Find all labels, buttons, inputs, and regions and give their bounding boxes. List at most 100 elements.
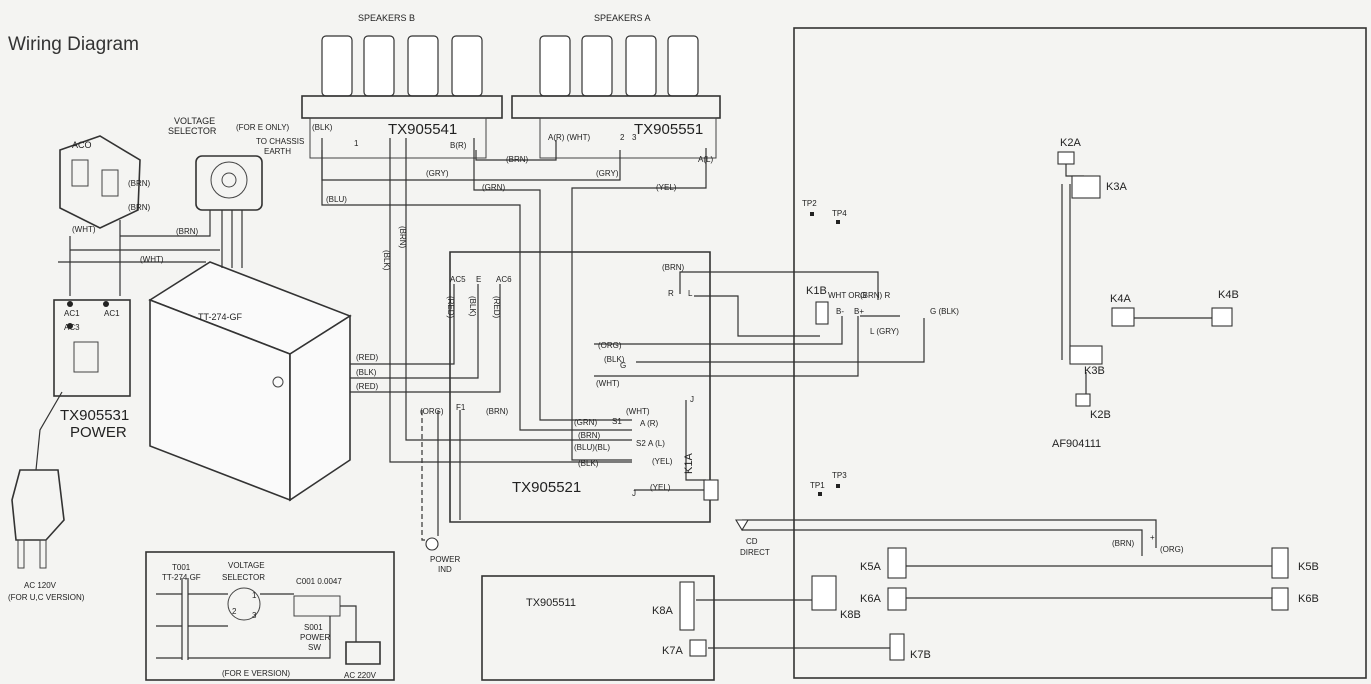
speaker-b-base	[301, 95, 503, 119]
inset-pin-3: 3	[252, 611, 257, 620]
wire-cd-direct-2	[742, 529, 1143, 556]
speaker-a-knob-3	[625, 35, 657, 97]
terminal-r: R	[668, 289, 674, 298]
wire-k1b-r	[679, 271, 879, 300]
ac-plug-120v	[11, 391, 65, 569]
wire-red-1	[350, 284, 455, 365]
fore-blk-label: (BLK)	[312, 123, 333, 132]
wire-label-gry-2: (GRY)	[596, 169, 619, 178]
tp1-label: TP1	[810, 481, 825, 490]
power-transformer	[148, 261, 352, 502]
terminal-brn-r: (BRN) R	[860, 291, 890, 300]
terminal-a-r: A (R)	[640, 419, 659, 428]
wire-label-blk-v: (BLK)	[382, 250, 391, 271]
transformer-side	[289, 314, 351, 502]
af-board	[793, 27, 1367, 679]
k3a-connector	[1071, 175, 1101, 199]
terminal-e: E	[476, 275, 481, 284]
k4a-connector	[1111, 307, 1135, 327]
k1b-label: K1B	[806, 285, 827, 297]
inset-pin-1: 1	[252, 591, 257, 600]
inset-s001-2: POWER	[300, 633, 330, 642]
wire-label-brn-v: (BRN)	[398, 226, 407, 249]
ac-outlet-slot-1	[71, 159, 89, 187]
wire-label-brn-s: (BRN)	[578, 431, 601, 440]
voltage-selector-dial	[210, 161, 248, 199]
wire-label-brn-ind: (BRN)	[486, 407, 509, 416]
tp2-dot	[810, 212, 814, 216]
k5b-connector	[1271, 547, 1289, 579]
page-title: Wiring Diagram	[8, 34, 139, 55]
terminal-bminus: B-	[836, 307, 844, 316]
k7a-connector	[689, 639, 707, 657]
wire-org	[594, 316, 843, 345]
tx905521-label: TX905521	[512, 479, 581, 496]
wire-brn-aco-selector	[120, 210, 211, 237]
tx905511-label: TX905511	[526, 597, 576, 609]
inset-t001-1: T001	[172, 563, 191, 572]
speaker-b-knob-3	[407, 35, 439, 97]
wire-blk-speaker	[389, 138, 632, 463]
wire-label-red-2: (RED)	[356, 382, 379, 391]
inset-wire-bot	[156, 616, 331, 659]
wire-label-blu: (BLU)	[326, 195, 347, 204]
k3b-label: K3B	[1084, 365, 1105, 377]
plug-label-1: AC 120V	[24, 581, 57, 590]
af-board-outline	[793, 27, 1367, 679]
wire-label-org-cd: (ORG)	[1160, 545, 1184, 554]
k3a-label: K3A	[1106, 181, 1127, 193]
terminal-l-gry: L (GRY)	[870, 327, 899, 336]
control-board-outline	[481, 575, 715, 681]
terminal-ac5: AC5	[450, 275, 466, 284]
terminal-s2: S2	[636, 439, 646, 448]
wire-label-yel-top: (YEL)	[656, 183, 677, 192]
voltage-selector	[195, 155, 263, 211]
wire-blk-1	[350, 284, 479, 379]
wire-label-brn-main: (BRN)	[662, 263, 685, 272]
plug-label-2: (FOR U,C VERSION)	[8, 593, 85, 602]
k5a-label: K5A	[860, 561, 881, 573]
speakers-a-label: SPEAKERS A	[594, 13, 651, 23]
tp3-label: TP3	[832, 471, 847, 480]
wire-label-blk-v1: (BLK)	[468, 296, 477, 317]
plug-prong-1	[17, 539, 25, 569]
k2b-connector	[1075, 393, 1091, 407]
labels: SPEAKERS B SPEAKERS A TX905541 TX905551 …	[8, 13, 1319, 680]
ac-outlet-slot-2	[101, 169, 119, 197]
speaker-b-knob-2	[363, 35, 395, 97]
wire-label-wht-aco: (WHT)	[72, 225, 96, 234]
inset-e-version	[145, 551, 395, 681]
inset-plug	[345, 641, 381, 665]
wire-label-brn-aco-2: (BRN)	[128, 203, 151, 212]
terminal-whtorg: WHT ORG	[828, 291, 867, 300]
voltage-selector-body	[195, 155, 263, 211]
k8a-label: K8A	[652, 605, 673, 617]
speaker-a-knob-1	[539, 35, 571, 97]
cd-direct-label-2: DIRECT	[740, 548, 770, 557]
terminal-s1: S1	[612, 417, 622, 426]
speaker-b-knob-4	[451, 35, 483, 97]
wire-brn-speaker	[475, 140, 557, 161]
power-ind-lamp	[425, 537, 439, 551]
main-board-outline	[449, 251, 711, 523]
terminal-a-l-small: A(L)	[698, 155, 713, 164]
speaker-b-board-outline	[309, 117, 487, 159]
wire-blk-g	[636, 318, 925, 363]
power-ind-label-1: POWER	[430, 555, 460, 564]
test-point-dots	[810, 212, 840, 496]
aco-label: ACO	[72, 140, 92, 150]
power-board	[53, 299, 131, 397]
wire-label-blk-1: (BLK)	[356, 368, 377, 377]
wire-label-blk-g: (BLK)	[604, 355, 625, 364]
connector-bodies	[425, 151, 1289, 661]
terminal-j2: J	[632, 489, 636, 498]
wire-label-red-v2: (RED)	[492, 296, 501, 319]
inset-switch	[293, 595, 341, 617]
wire-label-gry-1: (GRY)	[426, 169, 449, 178]
voltage-selector-hub	[221, 172, 237, 188]
inset-t001-2: TT-274 GF	[162, 573, 201, 582]
wire-wht-bminus	[594, 316, 859, 377]
inset-outline	[145, 551, 395, 681]
wire-brn-long	[405, 138, 632, 441]
k3b-connector	[1069, 345, 1103, 365]
